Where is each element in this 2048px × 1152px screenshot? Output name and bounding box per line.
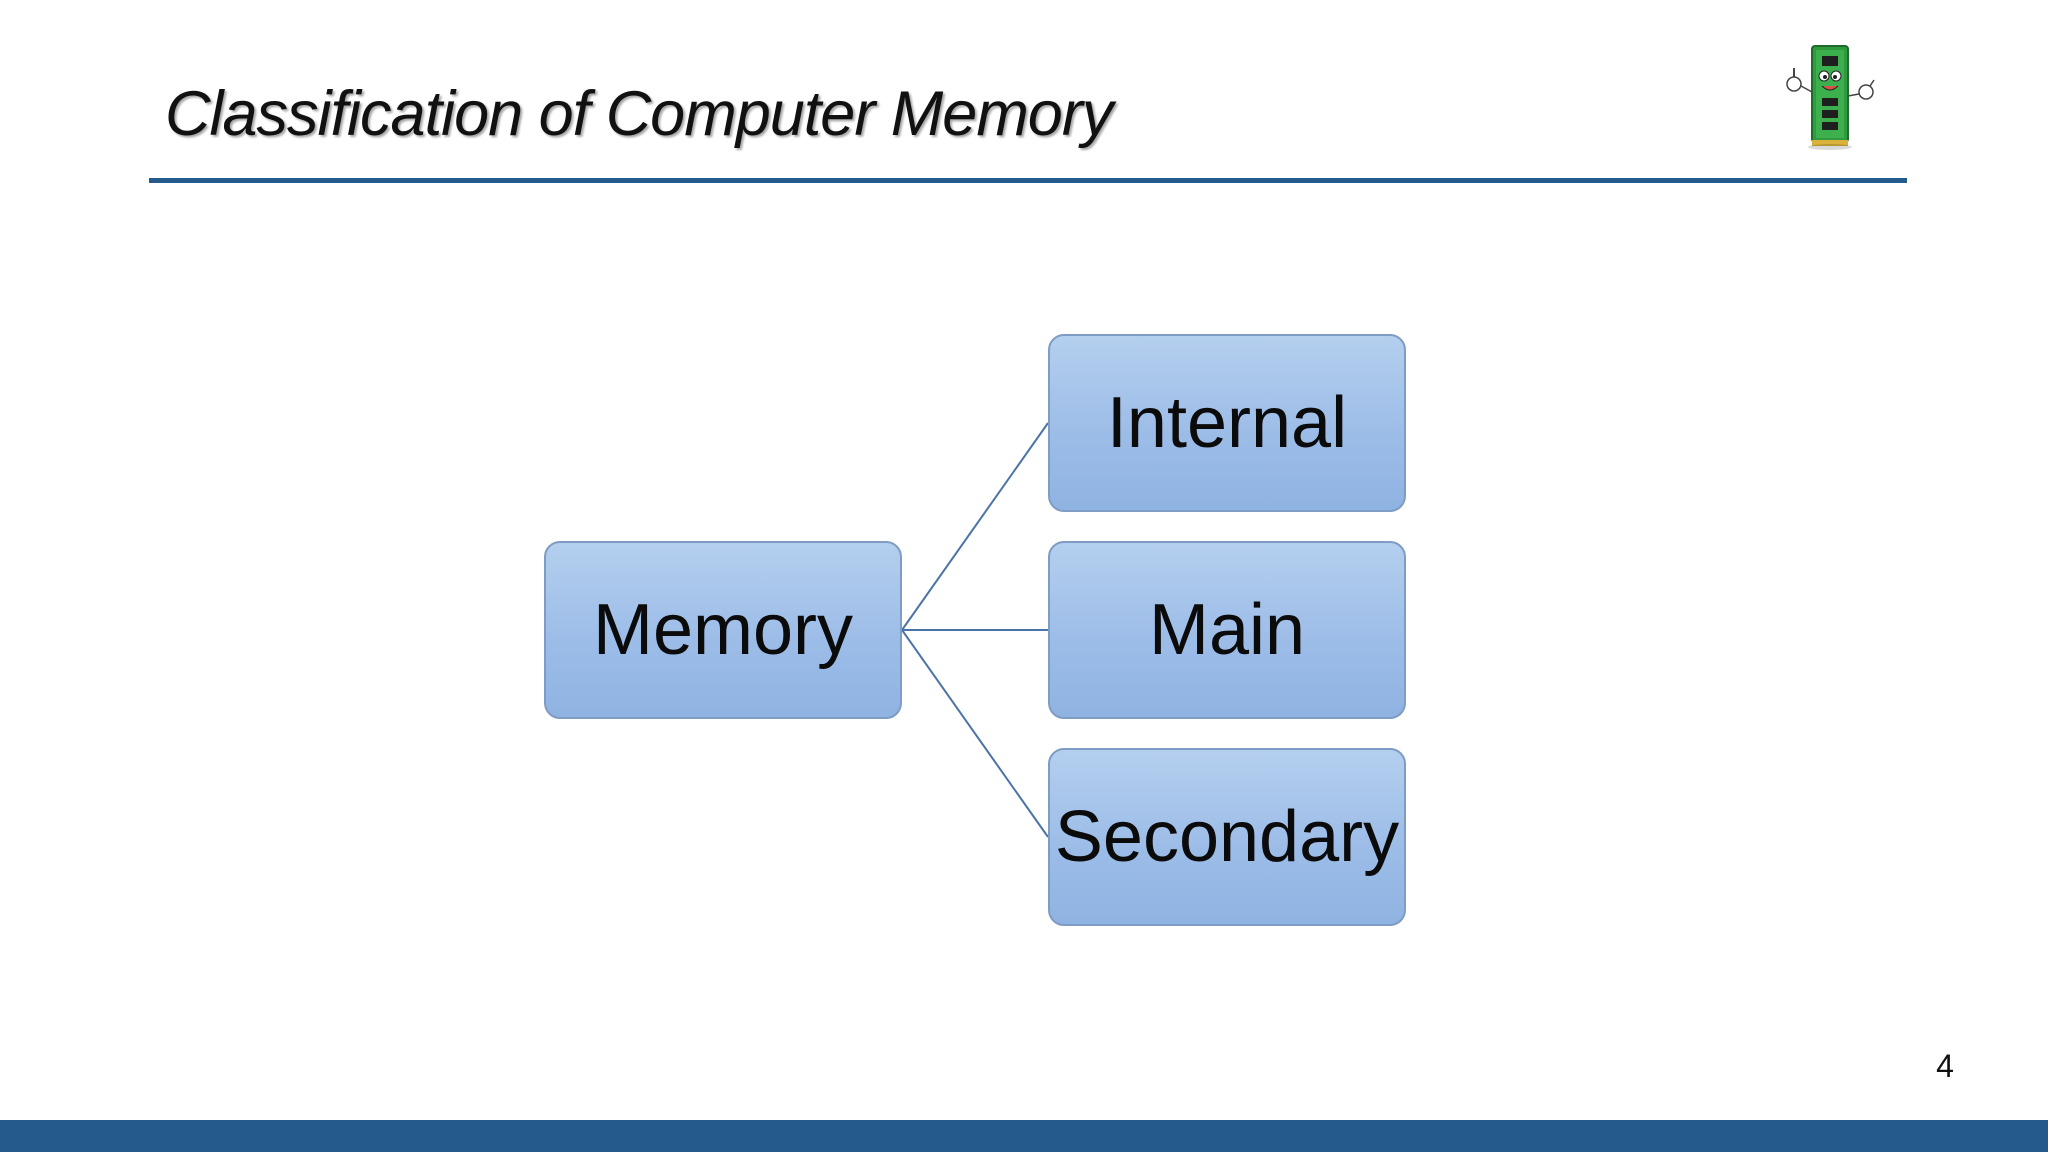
slide-title: Classification of Computer Memory [165,79,1113,149]
node-memory: Memory [544,541,902,719]
connector-memory-secondary [901,629,1049,838]
node-internal-label: Internal [1106,383,1348,463]
node-internal: Internal [1048,334,1406,512]
title-divider [149,178,1907,183]
memory-stick-mascot-icon [1786,45,1875,150]
page-number: 4 [1936,1048,1954,1084]
node-secondary-label: Secondary [1054,797,1400,877]
node-memory-label: Memory [592,590,853,670]
connector-memory-internal [901,422,1049,631]
node-main-label: Main [1148,590,1306,670]
node-secondary: Secondary [1048,748,1406,926]
node-main: Main [1048,541,1406,719]
footer-bar [0,1120,2048,1152]
